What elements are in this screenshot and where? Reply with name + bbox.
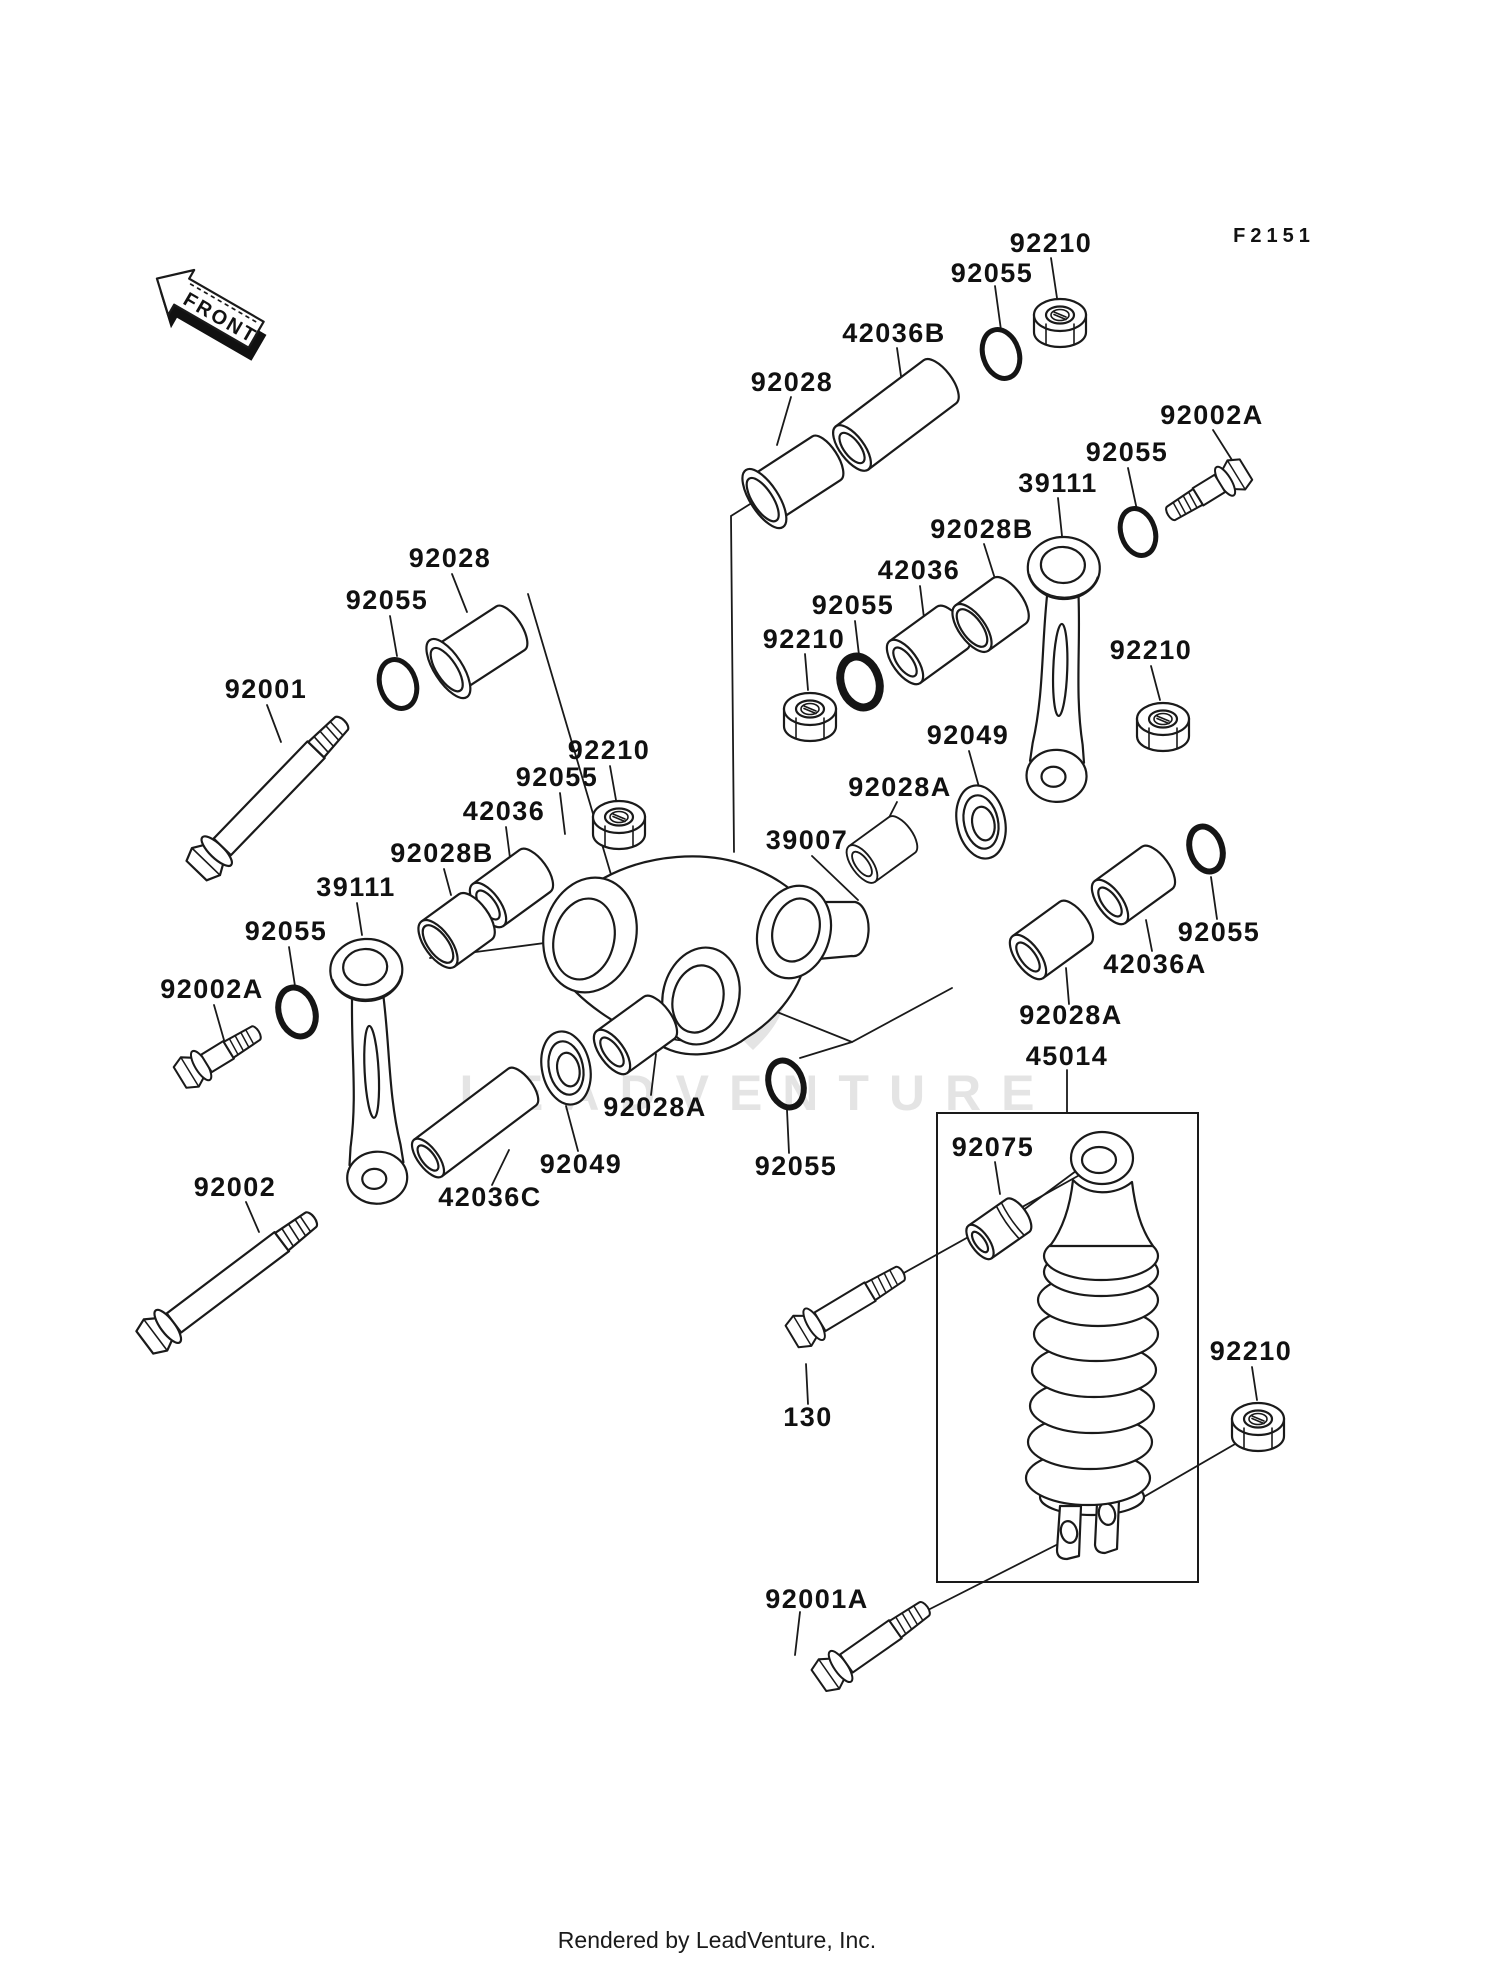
callout-oring-top: 92055	[951, 258, 1034, 288]
leader-lines	[213, 257, 1258, 1656]
shock-detail-box	[936, 1112, 1199, 1583]
callout-sleeve-42036-right: 42036	[878, 555, 961, 585]
tie-rod-39111-left-part	[327, 936, 416, 1207]
callout-seal-92049-left: 92049	[540, 1149, 623, 1179]
bushing-92028a-middle-part	[839, 810, 925, 889]
callout-bushing-92028-left: 92028	[409, 543, 492, 573]
callout-bushing-92028b-right: 92028B	[930, 514, 1034, 544]
callout-tie-rod-39111-left: 39111	[316, 872, 396, 902]
callout-bushing-92028a-right: 92028A	[1019, 1000, 1123, 1030]
callout-collar-42036c: 42036C	[438, 1182, 542, 1212]
tie-rod-39111-right-part	[1018, 534, 1102, 805]
bolt-92002a-left-part	[170, 1014, 268, 1094]
bolt-92002a-upper-part	[1158, 453, 1256, 532]
callout-tie-rod-39111-right: 39111	[1018, 468, 1098, 498]
parts	[132, 297, 1286, 1698]
bushing-92075-part	[965, 1197, 1033, 1261]
callout-shock-absorber-45014: 45014	[1026, 1041, 1109, 1071]
bolt-92001-part	[181, 704, 359, 887]
oring-far-right-part	[1186, 823, 1226, 875]
seal-92049-right-part	[948, 779, 1014, 865]
callout-labels: 92210 92055 42036B 92028 92002A 92055 39…	[160, 228, 1293, 1614]
callout-nut-middle: 92210	[763, 624, 846, 654]
oring-top-part	[979, 327, 1023, 381]
callout-bushing-92028b-left: 92028B	[390, 838, 494, 868]
callout-bolt-92002: 92002	[194, 1172, 277, 1202]
callout-bushing-92028-upper: 92028	[751, 367, 834, 397]
callout-bolt-130: 130	[783, 1402, 833, 1432]
callout-oring-upper-right: 92055	[1086, 437, 1169, 467]
callout-sleeve-42036-left: 42036	[463, 796, 546, 826]
callout-bolt-92002a-upper: 92002A	[1160, 400, 1264, 430]
callout-nut-top: 92210	[1010, 228, 1093, 258]
collar-42036b-part	[825, 351, 967, 478]
nut-middle-part	[782, 691, 838, 743]
callout-bolt-92002a-left: 92002A	[160, 974, 264, 1004]
callout-seal-92049-right: 92049	[927, 720, 1010, 750]
callout-oring-left: 92055	[346, 585, 429, 615]
callout-oring-middle: 92055	[812, 590, 895, 620]
sleeve-42036a-part	[1083, 838, 1184, 932]
nut-right-part	[1135, 701, 1191, 753]
callout-nut-bottom-right: 92210	[1210, 1336, 1293, 1366]
bushing-92028a-right-part	[1001, 893, 1102, 987]
callout-rocker-arm-39007: 39007	[766, 825, 849, 855]
front-arrow: FRONT	[155, 268, 267, 361]
figure-code: F2151	[1233, 225, 1315, 247]
callout-oring-lower-left: 92055	[245, 916, 328, 946]
callout-nut-center-left: 92210	[568, 735, 651, 765]
callout-oring-bottom-center: 92055	[755, 1151, 838, 1181]
callout-bushing-92028a-center: 92028A	[603, 1092, 707, 1122]
callout-collar-42036b: 42036B	[842, 318, 946, 348]
shock-absorber-45014-part	[1024, 1130, 1160, 1561]
oring-left-part	[376, 657, 420, 711]
nut-top-part	[1032, 297, 1088, 349]
callout-sleeve-42036a: 42036A	[1103, 949, 1207, 979]
oring-upper-right-part	[1117, 506, 1159, 558]
oring-bottom-center-part	[765, 1057, 807, 1111]
callout-oring-center-left: 92055	[516, 762, 599, 792]
footer-credit: Rendered by LeadVenture, Inc.	[558, 1927, 876, 1953]
oring-lower-left-part	[275, 984, 319, 1040]
bushing-92028-left-part	[417, 592, 540, 706]
callout-bushing-92075: 92075	[952, 1132, 1035, 1162]
nut-bottom-right-part	[1230, 1401, 1286, 1453]
callout-nut-right: 92210	[1110, 635, 1193, 665]
callout-bolt-92001: 92001	[225, 674, 308, 704]
bolt-92002-part	[132, 1199, 327, 1361]
oring-middle-part	[836, 652, 884, 712]
nut-center-left-part	[591, 799, 647, 851]
bolt-130-part	[782, 1254, 913, 1354]
callout-bolt-92001a: 92001A	[765, 1584, 869, 1614]
callout-oring-far-right: 92055	[1178, 917, 1261, 947]
rocker-arm-39007-part	[542, 855, 870, 1056]
callout-bushing-92028a-middle: 92028A	[848, 772, 952, 802]
